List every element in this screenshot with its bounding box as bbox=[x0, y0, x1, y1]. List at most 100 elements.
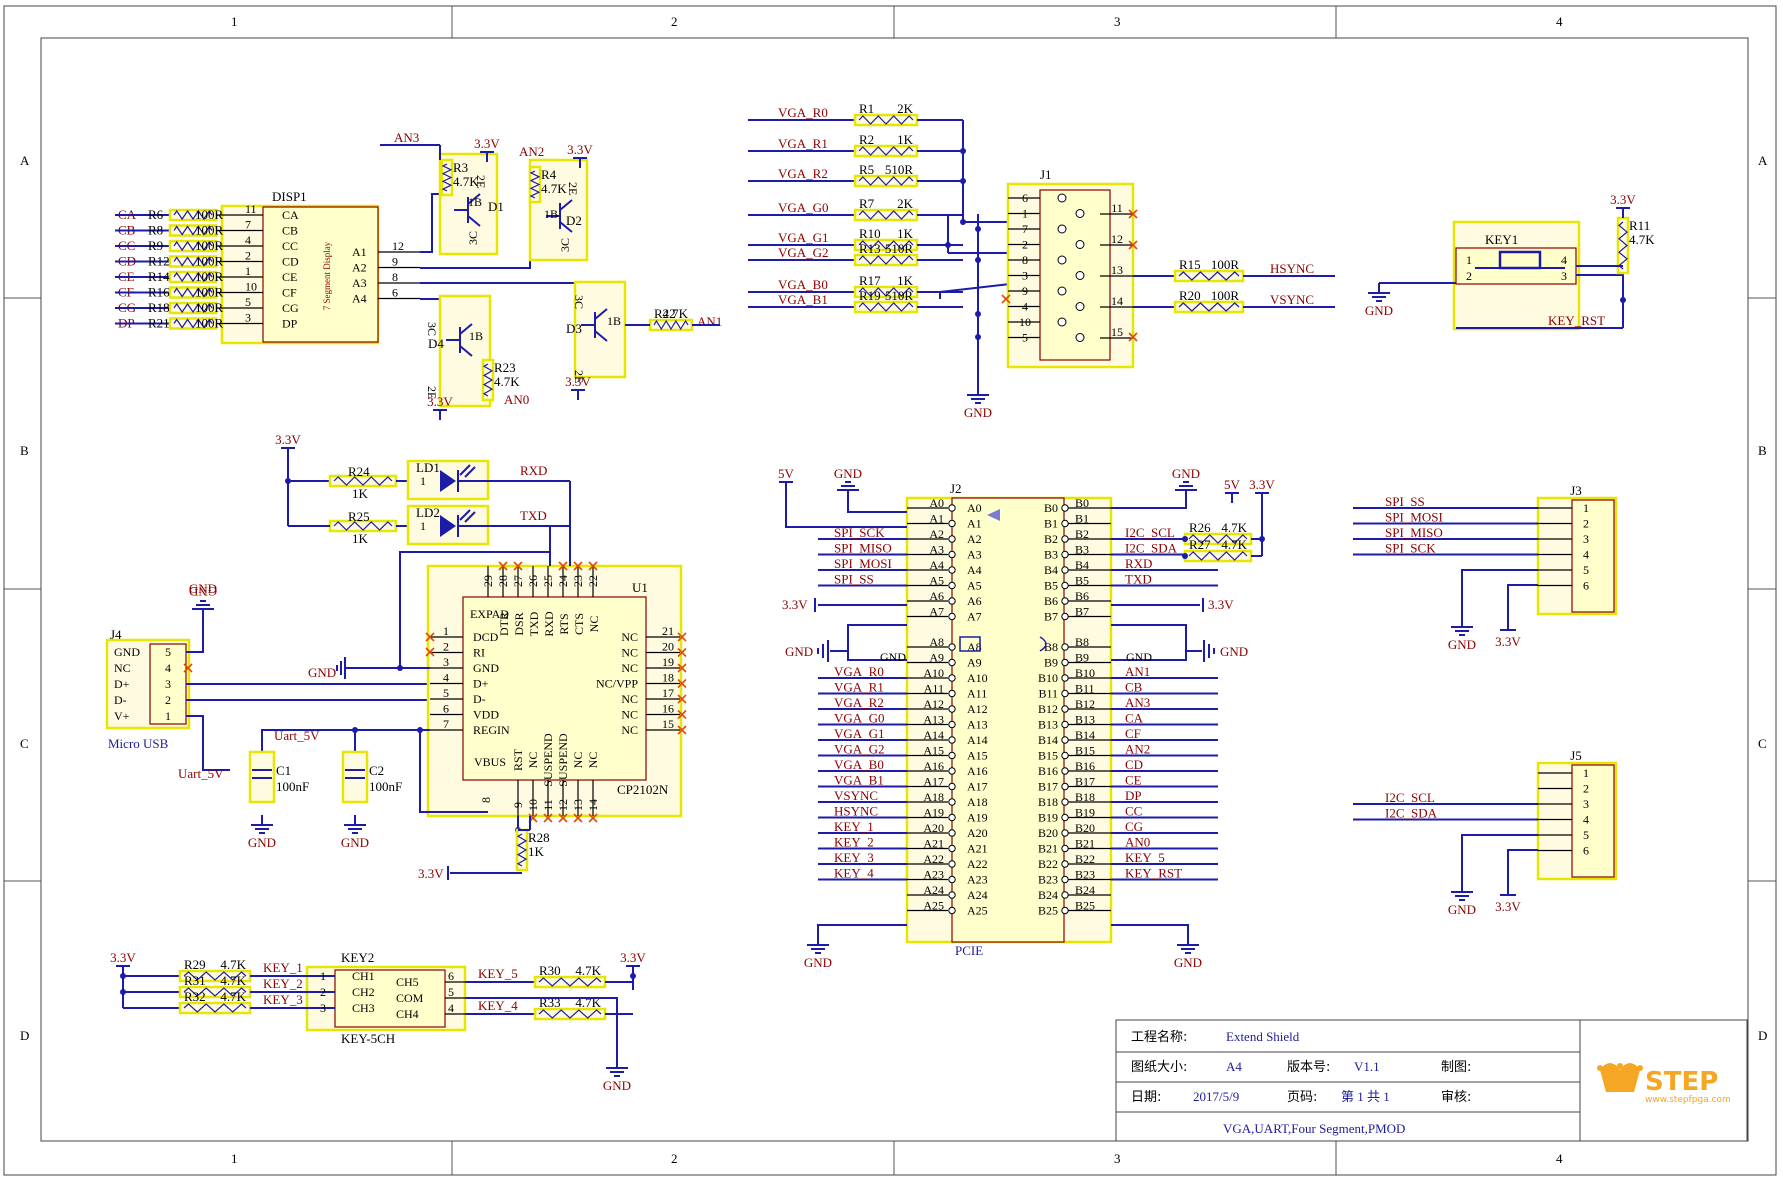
u1-pin: 9 bbox=[511, 802, 525, 808]
c2-value: 100nF bbox=[369, 779, 402, 794]
j2-b-pin: B11 bbox=[1075, 682, 1095, 696]
usb-pin-name: V+ bbox=[114, 709, 130, 723]
col-label: 1 bbox=[231, 14, 238, 29]
u1-pin: 21 bbox=[662, 624, 674, 638]
j2-b-pin: B17 bbox=[1075, 775, 1095, 789]
led-ref: LD2 bbox=[416, 505, 440, 520]
j1-pin: 13 bbox=[1111, 263, 1123, 277]
row-label: C bbox=[20, 736, 29, 751]
j2-a-signal: A12 bbox=[967, 702, 988, 716]
anode-pin: 6 bbox=[392, 286, 398, 300]
j2-b-net: KEY_5 bbox=[1125, 850, 1165, 865]
outer-border bbox=[3, 5, 1777, 1176]
ground-icon: GND bbox=[1448, 617, 1476, 652]
segment-name: CC bbox=[282, 239, 298, 253]
segment-value: 100R bbox=[195, 269, 224, 284]
pin-e: 2E bbox=[566, 182, 580, 195]
segment-pin: 7 bbox=[245, 218, 251, 232]
j2-b-net: CB bbox=[1125, 680, 1143, 695]
j2-a-net: SPI_SCK bbox=[834, 525, 885, 540]
j2-a-pin: A1 bbox=[929, 512, 944, 526]
j2-a-signal: A18 bbox=[967, 795, 988, 809]
j2-a-net: SPI_MISO bbox=[834, 541, 892, 556]
segment-pin: 1 bbox=[245, 264, 251, 278]
j5-net: I2C_SCL bbox=[1385, 790, 1435, 805]
key1-pin: 2 bbox=[1466, 269, 1472, 283]
review-label: 审核: bbox=[1441, 1090, 1471, 1105]
j2-b-signal: B9 bbox=[1044, 656, 1058, 670]
segment-value: 100R bbox=[195, 238, 224, 253]
pin-c: 3C bbox=[466, 231, 480, 245]
j2-b-signal: B8 bbox=[1044, 640, 1058, 654]
segment-pin: 11 bbox=[245, 202, 257, 216]
segment-value: 100R bbox=[195, 254, 224, 269]
key-net: KEY_2 bbox=[263, 976, 303, 991]
led-net: TXD bbox=[520, 508, 547, 523]
step-logo: STEP www.stepfpga.com bbox=[1597, 1063, 1731, 1105]
transistor-net: AN2 bbox=[519, 144, 544, 159]
resistor-value: 4.7K bbox=[575, 963, 601, 978]
j2-a-pin: A23 bbox=[923, 868, 944, 882]
vga-input-net: VGA_G2 bbox=[778, 245, 829, 260]
crown-icon bbox=[1600, 1063, 1640, 1092]
junction-dot bbox=[975, 334, 981, 340]
u1-signal: NC bbox=[621, 708, 638, 722]
j2-a-signal: A13 bbox=[967, 718, 988, 732]
led-pin: 1 bbox=[420, 519, 426, 533]
j2-a-signal: A25 bbox=[967, 904, 988, 918]
j2-a-net: HSYNC bbox=[834, 804, 878, 819]
usb-gnd-label: GND bbox=[189, 581, 217, 596]
junction-dot bbox=[975, 226, 981, 232]
led-pin: 1 bbox=[420, 474, 426, 488]
j2-a-pin: A0 bbox=[929, 496, 944, 510]
transistor-drivers: 1B2E3CD1R34.7K3.3VAN31B2E3CD2R44.7K3.3VA… bbox=[380, 130, 722, 420]
u1-pin: 16 bbox=[662, 702, 674, 716]
usb-pin-name: D- bbox=[114, 693, 127, 707]
resistor-ref: R7 bbox=[859, 196, 875, 211]
col-label: 2 bbox=[671, 1151, 678, 1166]
segment-value: 100R bbox=[195, 285, 224, 300]
row-label: A bbox=[1758, 153, 1768, 168]
j2-b-pin: B21 bbox=[1075, 837, 1095, 851]
date-value: 2017/5/9 bbox=[1193, 1089, 1239, 1104]
u1-pin: 20 bbox=[662, 640, 674, 654]
key2-ref: KEY2 bbox=[341, 950, 374, 965]
key-pin: 1 bbox=[320, 969, 326, 983]
u1-signal: D+ bbox=[473, 677, 489, 691]
resistor-ref: R19 bbox=[859, 288, 881, 303]
power-icon: 3.3V bbox=[1610, 192, 1636, 218]
u1-signal: NC bbox=[526, 752, 540, 769]
u1-pin: 2 bbox=[443, 640, 449, 654]
j2-gnd: GND bbox=[1220, 644, 1248, 659]
row-label: D bbox=[20, 1028, 29, 1043]
j2-a-signal: A22 bbox=[967, 857, 988, 871]
j2-a-pin: A7 bbox=[929, 605, 944, 619]
resistor-ref: R20 bbox=[1179, 288, 1201, 303]
resistor-value: 4.7K bbox=[453, 174, 479, 189]
j2-gnd: GND bbox=[1172, 466, 1200, 481]
j2-b-pin: B2 bbox=[1075, 527, 1089, 541]
ground-icon: GND bbox=[603, 1058, 631, 1093]
resistor-ref: R10 bbox=[859, 226, 881, 241]
ground-icon: GND bbox=[1448, 882, 1476, 917]
resistor-value: 1K bbox=[897, 226, 914, 241]
j2-b-net: CD bbox=[1125, 757, 1143, 772]
u1-signal: RTS bbox=[557, 613, 571, 634]
j2-b-net: AN0 bbox=[1125, 835, 1150, 850]
segment-res: R9 bbox=[148, 238, 163, 253]
anode-pin: 8 bbox=[392, 270, 398, 284]
j5-pin: 5 bbox=[1583, 828, 1589, 842]
j1-ref: J1 bbox=[1040, 167, 1052, 182]
u1-pin: 19 bbox=[662, 655, 674, 669]
j2-a-pin: A3 bbox=[929, 543, 944, 557]
j2-b-pin: B4 bbox=[1075, 558, 1089, 572]
j3-pin: 2 bbox=[1583, 517, 1589, 531]
j2-b-net: TXD bbox=[1125, 572, 1152, 587]
j2-b-signal: B25 bbox=[1038, 904, 1058, 918]
col-label: 3 bbox=[1114, 14, 1121, 29]
j2-pwr: 3.3V bbox=[782, 597, 808, 612]
